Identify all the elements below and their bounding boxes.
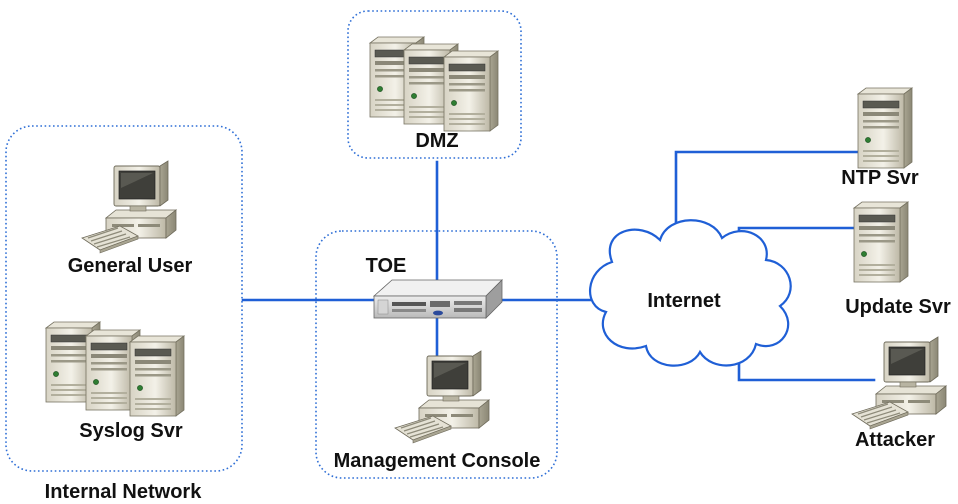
toe-label: TOE bbox=[366, 255, 407, 277]
syslog-svr-label: Syslog Svr bbox=[79, 420, 183, 442]
syslog-server-icon bbox=[45, 321, 185, 417]
toe-appliance-icon bbox=[372, 279, 503, 319]
attacker-workstation-icon bbox=[851, 336, 947, 430]
ntp-server-icon bbox=[857, 87, 913, 169]
update-svr-label: Update Svr bbox=[845, 296, 951, 318]
ntp-svr-label: NTP Svr bbox=[841, 167, 919, 189]
toe-zone bbox=[315, 230, 558, 479]
management-console-workstation-icon bbox=[394, 350, 490, 444]
dmz-server-icon bbox=[369, 36, 499, 132]
internal-network-label: Internal Network bbox=[45, 481, 203, 503]
general-user-workstation-icon bbox=[81, 160, 177, 254]
internal-network-zone bbox=[5, 125, 243, 472]
general-user-label: General User bbox=[68, 255, 193, 277]
internet-label: Internet bbox=[647, 290, 721, 312]
management-console-label: Management Console bbox=[334, 450, 541, 472]
update-server-icon bbox=[853, 201, 909, 283]
internet-cloud-icon bbox=[589, 219, 792, 367]
dmz-label: DMZ bbox=[415, 130, 458, 152]
attacker-label: Attacker bbox=[855, 429, 935, 451]
link-internet-to-ntp bbox=[674, 150, 870, 246]
